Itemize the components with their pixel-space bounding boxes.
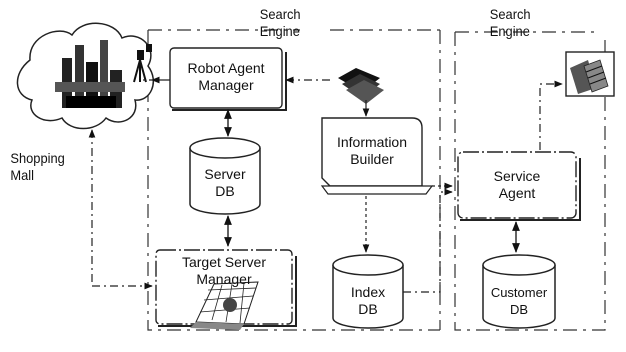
search-engine-left-line1: Search [259, 6, 301, 22]
target-server-manager-label: Target Server Manager [156, 254, 292, 288]
information-builder-line1: Information [336, 134, 408, 150]
paper-documents-icon [338, 68, 384, 104]
search-results-icon [565, 51, 615, 97]
server-db-line2: DB [215, 183, 235, 199]
service-results-path [539, 80, 563, 150]
search-engine-left-label: Search Engine [260, 6, 301, 40]
target-server-manager-line2: Manager [196, 271, 252, 287]
service-agent-box [457, 151, 577, 219]
index-db-label: Index DB [333, 284, 403, 318]
information-builder-label: Information Builder [322, 134, 422, 168]
index-db-line1: Index [350, 284, 386, 300]
service-agent-line1: Service [493, 168, 541, 184]
robot-agent-manager-line1: Robot Agent [187, 60, 265, 76]
search-engine-left-boundary [148, 29, 600, 33]
customer-db-line2: DB [509, 302, 529, 317]
server-db-label: Server DB [190, 166, 260, 200]
search-engine-right-line1: Search [489, 6, 531, 22]
information-builder-line2: Builder [350, 151, 394, 167]
customer-db-line1: Customer [490, 285, 548, 300]
search-engine-right-label: Search Engine [490, 6, 531, 40]
shopping-mall-label: Shopping Mall [10, 150, 64, 184]
customer-db-label: Customer DB [478, 284, 560, 318]
server-db-cylinder [189, 137, 261, 215]
robot-agent-manager-line2: Manager [198, 77, 254, 93]
wireframe-globe-icon [190, 281, 259, 330]
search-engine-left-line2: Engine [259, 23, 300, 39]
internet-cloud-icon [16, 22, 154, 130]
service-agent-line2: Agent [498, 185, 536, 201]
target-server-manager-line1: Target Server [181, 254, 267, 270]
robot-agent-manager-box [169, 47, 283, 109]
robot-agent-manager-label: Robot Agent Manager [170, 60, 282, 94]
crawler-robot-icon [133, 44, 152, 83]
server-db-line1: Server [204, 166, 246, 182]
search-engine-right-line2: Engine [489, 23, 530, 39]
customer-db-cylinder [482, 254, 556, 329]
index-db-cylinder [332, 254, 404, 329]
search-engine-frame [147, 30, 606, 331]
index-db-line2: DB [358, 301, 378, 317]
shopping-mall-line1: Shopping [10, 150, 65, 166]
shopping-mall-line2: Mall [10, 167, 34, 183]
indexdb-service-link [403, 188, 453, 293]
service-agent-label: Service Agent [458, 168, 576, 202]
